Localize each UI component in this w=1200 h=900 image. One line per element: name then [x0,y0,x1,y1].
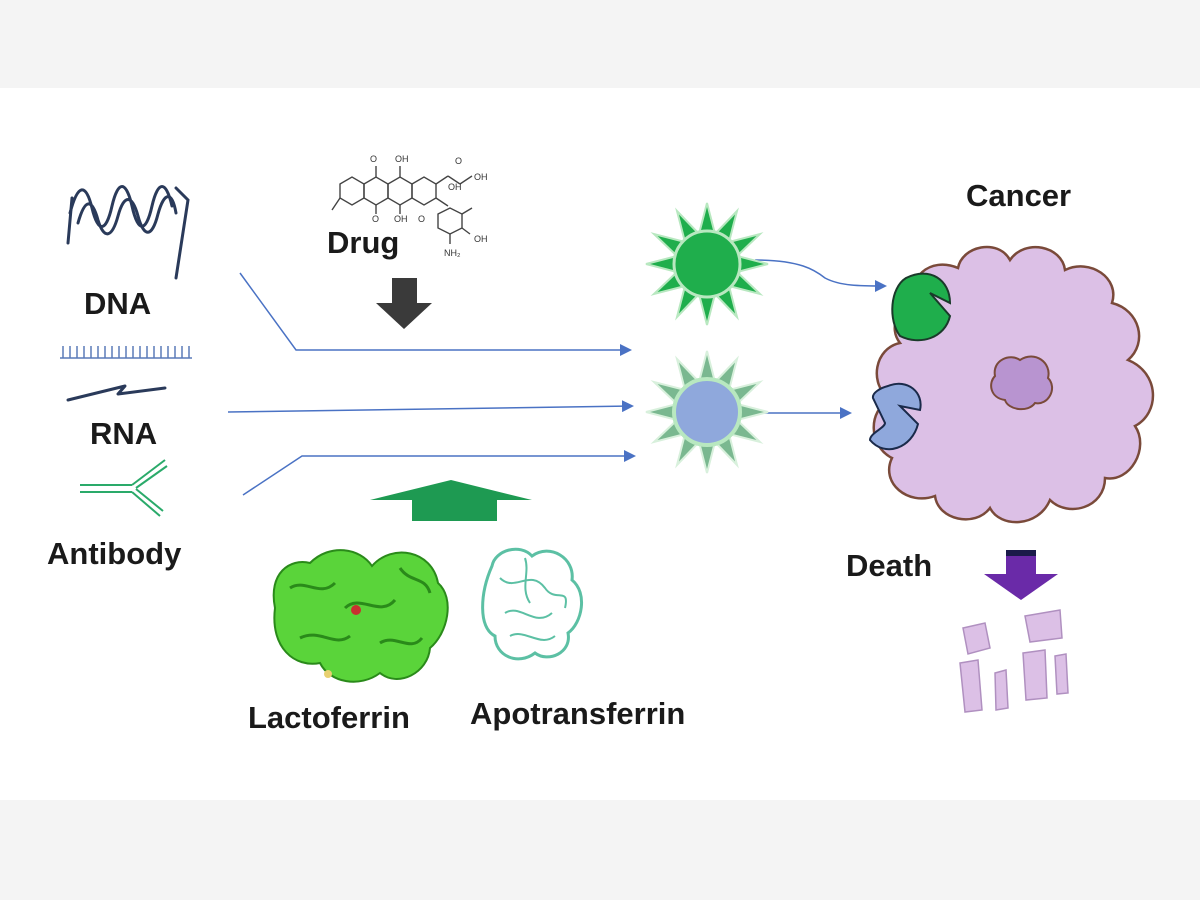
rna-label: RNA [90,416,158,451]
svg-text:O: O [418,214,425,224]
arrow-sun-to-green-receptor [754,259,887,292]
green-receptor-icon [891,272,952,342]
death-label: Death [846,548,933,583]
green-nanoparticle-icon [645,202,769,326]
protein-arrow [370,480,532,521]
svg-text:OH: OH [448,182,462,192]
rna-strand-icon [66,384,167,402]
diagram-svg: O OH O OH OH O OH O OH NH₂ [60,154,1155,713]
arrow-line-top [239,272,632,356]
death-arrow [984,550,1058,600]
arrow-line-bottom [242,450,636,496]
diagram-canvas: O OH O OH OH O OH O OH NH₂ [0,88,1200,800]
svg-text:NH₂: NH₂ [444,248,461,258]
cancer-label: Cancer [966,178,1072,213]
svg-text:O: O [370,154,377,164]
arrow-line-middle [227,400,634,413]
death-arrow-cap [1006,550,1036,556]
apotransferrin-label: Apotransferrin [470,696,686,731]
dna-helix-icon [66,185,190,280]
dna-ladder-icon [60,346,192,359]
blue-nanoparticle-icon [645,350,769,474]
drug-label: Drug [327,225,400,260]
blue-receptor-icon [868,382,922,451]
svg-text:OH: OH [474,172,488,182]
cancer-nucleus [990,355,1054,411]
svg-text:O: O [372,214,379,224]
lactoferrin-protein-icon [272,549,449,683]
svg-text:O: O [455,156,462,166]
dna-label: DNA [84,286,152,321]
apotransferrin-protein-icon [481,547,584,661]
antibody-label: Antibody [47,536,182,571]
lactoferrin-label: Lactoferrin [248,700,410,735]
svg-text:OH: OH [395,154,409,164]
svg-text:OH: OH [394,214,408,224]
antibody-icon [80,459,168,517]
cell-fragments-icon [959,609,1069,713]
drug-arrow [376,278,432,329]
drug-molecule-icon: O OH O OH OH O OH O OH NH₂ [331,154,488,258]
svg-text:OH: OH [474,234,488,244]
